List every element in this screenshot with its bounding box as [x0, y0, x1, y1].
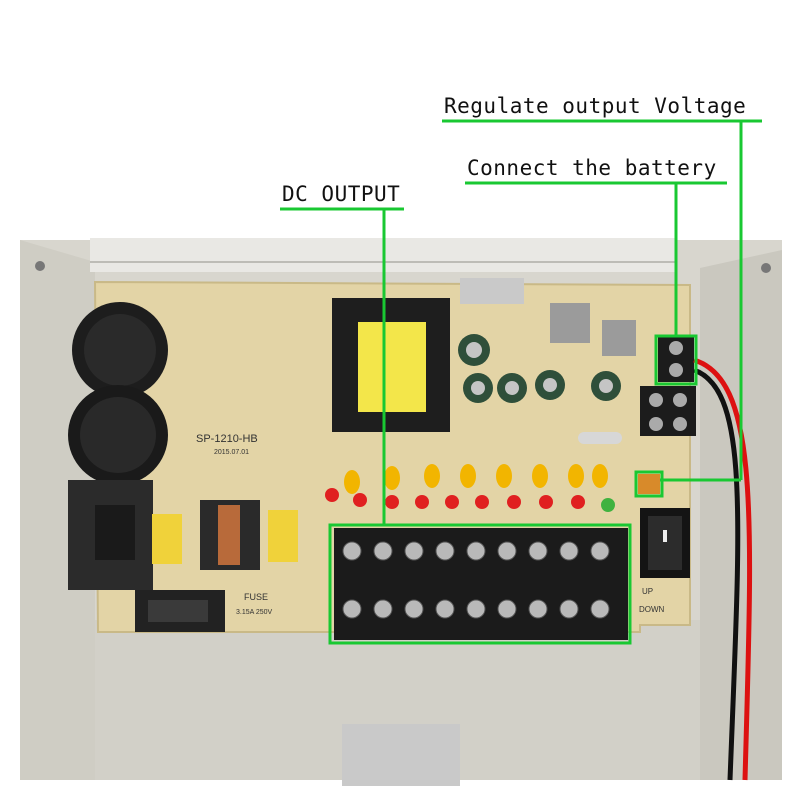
mount-hole-left — [35, 261, 45, 271]
up-label: UP — [642, 587, 653, 596]
mount-hole-right — [761, 263, 771, 273]
film-capacitor-1 — [152, 514, 182, 564]
annotation-lines — [280, 119, 762, 645]
fuse-rating: 3.15A 250V — [236, 609, 273, 616]
indicator-led-row — [325, 464, 615, 512]
down-label: DOWN — [639, 605, 665, 614]
fuse-label: FUSE — [244, 592, 268, 602]
film-capacitor-2 — [268, 510, 298, 562]
board-date: 2015.07.01 — [214, 449, 249, 456]
mount-bracket — [342, 724, 460, 786]
annotation-connect-battery: Connect the battery — [467, 156, 717, 180]
dc-output-terminal-block — [334, 528, 628, 640]
enclosure-left-side — [20, 240, 95, 780]
voltage-adjust-potentiometer — [638, 474, 660, 494]
annotation-dc-output: DC OUTPUT — [282, 182, 401, 206]
battery-terminal-block — [640, 336, 696, 436]
board-model: SP-1210-HB — [196, 433, 258, 445]
rocker-switch — [640, 508, 690, 578]
annotation-regulate-output-voltage: Regulate output Voltage — [444, 94, 747, 118]
